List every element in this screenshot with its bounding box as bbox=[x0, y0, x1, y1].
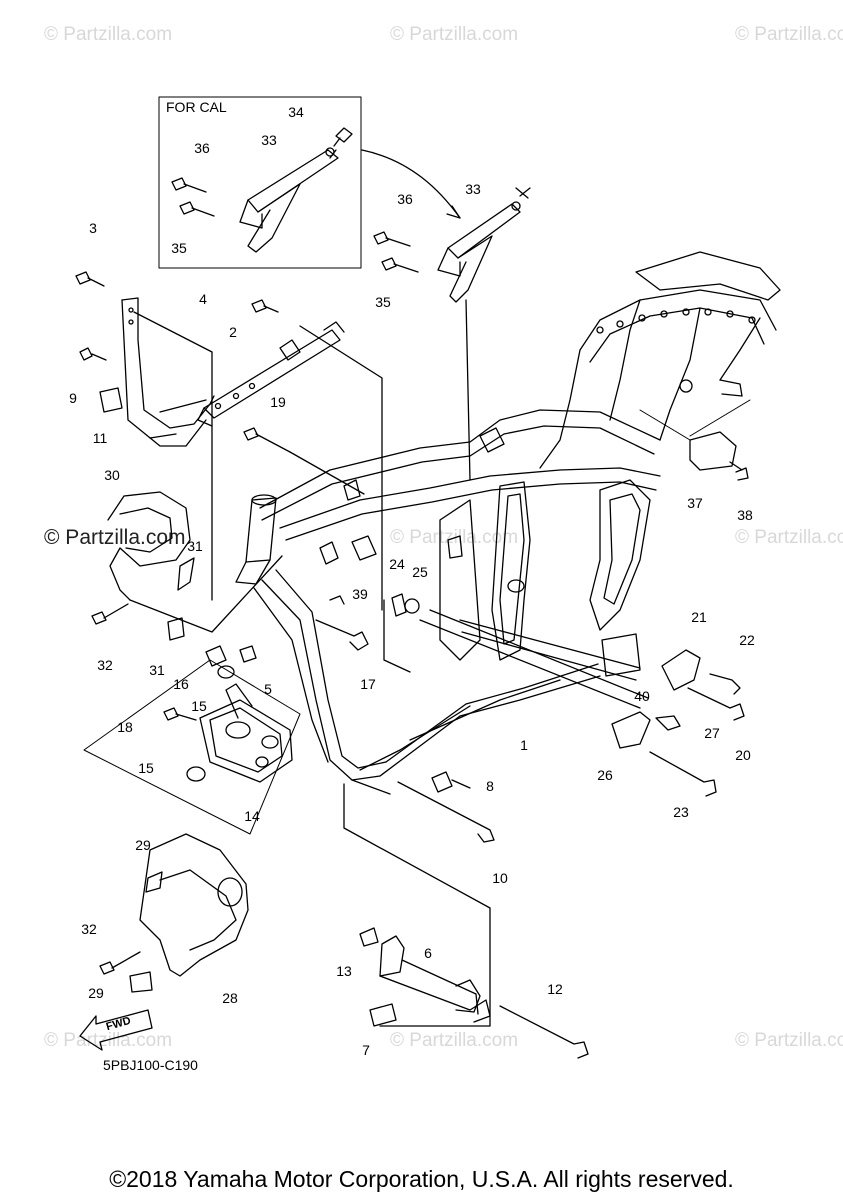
callout-40: 40 bbox=[634, 688, 650, 704]
callout-23: 23 bbox=[673, 804, 689, 820]
callout-37: 37 bbox=[687, 495, 703, 511]
frame-lower-rail bbox=[379, 675, 601, 777]
callout-1: 1 bbox=[520, 737, 528, 753]
callout-7: 7 bbox=[362, 1042, 370, 1058]
callout-17: 17 bbox=[360, 676, 376, 692]
mount-14 bbox=[199, 699, 293, 783]
callout-31: 31 bbox=[187, 538, 203, 554]
callout-6: 6 bbox=[424, 945, 432, 961]
callout-2: 2 bbox=[229, 324, 237, 340]
callout-32: 32 bbox=[97, 657, 113, 673]
callout-5: 5 bbox=[264, 681, 272, 697]
callout-24: 24 bbox=[389, 556, 405, 572]
callout-13: 13 bbox=[336, 963, 352, 979]
stay-arm bbox=[121, 297, 215, 429]
callout-33: 33 bbox=[261, 132, 277, 148]
callout-10: 10 bbox=[492, 870, 508, 886]
callout-21: 21 bbox=[691, 609, 707, 625]
copyright-notice: ©2018 Yamaha Motor Corporation, U.S.A. A… bbox=[109, 1166, 734, 1192]
callout-29: 29 bbox=[88, 985, 104, 1001]
callout-25: 25 bbox=[412, 564, 428, 580]
callout-27: 27 bbox=[704, 725, 720, 741]
callout-38: 38 bbox=[737, 507, 753, 523]
watermark: © Partzilla.com bbox=[735, 24, 843, 45]
bolt-12 bbox=[499, 1005, 589, 1059]
down-tube bbox=[261, 579, 381, 781]
callout-32: 32 bbox=[81, 921, 97, 937]
watermark: © Partzilla.com bbox=[735, 527, 843, 548]
bolt-10 bbox=[397, 781, 495, 843]
inset-bracket bbox=[247, 149, 339, 213]
callout-22: 22 bbox=[739, 632, 755, 648]
watermark: © Partzilla.com bbox=[44, 24, 173, 45]
collar-11 bbox=[99, 387, 123, 413]
callout-28: 28 bbox=[222, 990, 238, 1006]
callout-34: 34 bbox=[288, 104, 304, 120]
diagram-code: 5PBJ100-C190 bbox=[103, 1057, 198, 1073]
watermark-dark: © Partzilla.com bbox=[44, 526, 186, 549]
callout-36: 36 bbox=[194, 140, 210, 156]
watermark: © Partzilla.com bbox=[390, 24, 519, 45]
watermark: © Partzilla.com bbox=[735, 1030, 843, 1051]
inset-bolt-34 bbox=[335, 127, 353, 143]
rear-side-plate bbox=[589, 479, 651, 631]
rear-frame bbox=[579, 289, 777, 351]
callout-33: 33 bbox=[465, 181, 481, 197]
watermark: © Partzilla.com bbox=[390, 1030, 519, 1051]
callout-20: 20 bbox=[735, 747, 751, 763]
callout-35: 35 bbox=[171, 240, 187, 256]
cover-28 bbox=[139, 833, 249, 977]
callout-29: 29 bbox=[135, 837, 151, 853]
callout-35: 35 bbox=[375, 294, 391, 310]
bolt-19 bbox=[243, 427, 291, 453]
callout-14: 14 bbox=[244, 808, 260, 824]
callout-9: 9 bbox=[69, 390, 77, 406]
bracket-33 bbox=[447, 203, 521, 259]
callout-3: 3 bbox=[89, 220, 97, 236]
callout-36: 36 bbox=[397, 191, 413, 207]
callout-12: 12 bbox=[547, 981, 563, 997]
callout-18: 18 bbox=[117, 719, 133, 735]
callout-15: 15 bbox=[191, 698, 207, 714]
inset-label: FOR CAL bbox=[166, 99, 227, 115]
fwd-arrow bbox=[79, 1009, 153, 1051]
callout-31: 31 bbox=[149, 662, 165, 678]
callout-15: 15 bbox=[138, 760, 154, 776]
callout-39: 39 bbox=[352, 586, 368, 602]
inset-box bbox=[158, 96, 362, 269]
callout-26: 26 bbox=[597, 767, 613, 783]
bar-2 bbox=[203, 329, 341, 419]
callout-8: 8 bbox=[486, 778, 494, 794]
callout-16: 16 bbox=[173, 676, 189, 692]
bracket-6 bbox=[379, 935, 405, 977]
callout-4: 4 bbox=[199, 291, 207, 307]
inset-arrow bbox=[361, 149, 461, 219]
cover-30 bbox=[107, 491, 191, 601]
frame-top-rail bbox=[259, 409, 661, 509]
callout-30: 30 bbox=[104, 467, 120, 483]
callout-11: 11 bbox=[92, 430, 108, 446]
callout-19: 19 bbox=[270, 394, 286, 410]
